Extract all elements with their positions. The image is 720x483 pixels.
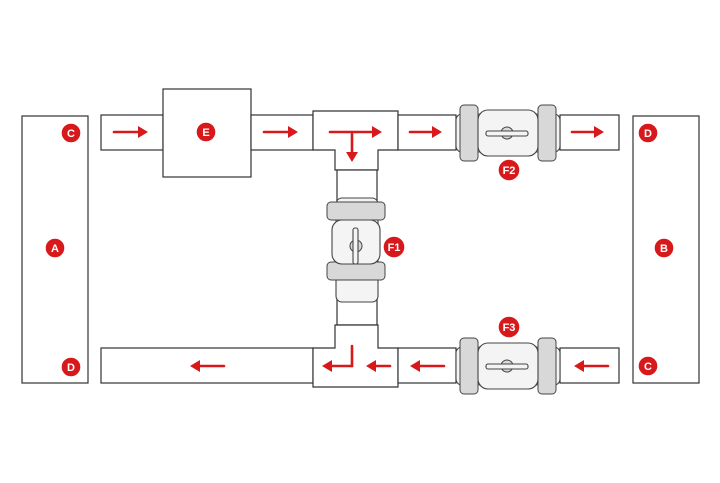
arrow-down-icon <box>346 132 358 162</box>
tee-bottom <box>312 324 399 388</box>
badge-f3: F3 <box>497 315 521 339</box>
badge-b: B <box>653 237 675 259</box>
badge-b-label: B <box>660 243 668 255</box>
badge-a: A <box>44 237 66 259</box>
arrow-left-icon <box>574 360 610 372</box>
arrow-right-icon <box>262 126 298 138</box>
badge-f1: F1 <box>382 235 406 259</box>
badge-f3-label: F3 <box>503 322 516 334</box>
ball-valve-icon <box>455 104 561 162</box>
arrow-right-icon <box>328 126 382 138</box>
arrow-left-icon <box>322 360 354 372</box>
arrow-right-icon <box>408 126 442 138</box>
badge-d-bottom-left-label: D <box>67 362 75 374</box>
badge-d-bottom-left: D <box>60 356 82 378</box>
badge-c-top-left-label: C <box>67 128 75 140</box>
ball-valve-icon <box>326 197 386 303</box>
badge-d-top-right: D <box>637 122 659 144</box>
badge-e: E <box>195 121 217 143</box>
badge-d-top-right-label: D <box>644 128 652 140</box>
badge-f2-label: F2 <box>503 165 516 177</box>
badge-f1-label: F1 <box>388 242 401 254</box>
ball-valve-icon <box>455 337 561 395</box>
badge-a-label: A <box>51 243 59 255</box>
badge-e-label: E <box>202 127 209 139</box>
arrow-right-icon <box>570 126 604 138</box>
arrow-left-icon <box>366 360 392 372</box>
arrow-left-icon <box>410 360 446 372</box>
badge-f2: F2 <box>497 158 521 182</box>
arrow-right-icon <box>112 126 148 138</box>
tee-top <box>312 110 399 171</box>
badge-c-bottom-right: C <box>637 355 659 377</box>
badge-c-top-left: C <box>60 122 82 144</box>
arrow-left-icon <box>190 360 226 372</box>
badge-c-bottom-right-label: C <box>644 361 652 373</box>
